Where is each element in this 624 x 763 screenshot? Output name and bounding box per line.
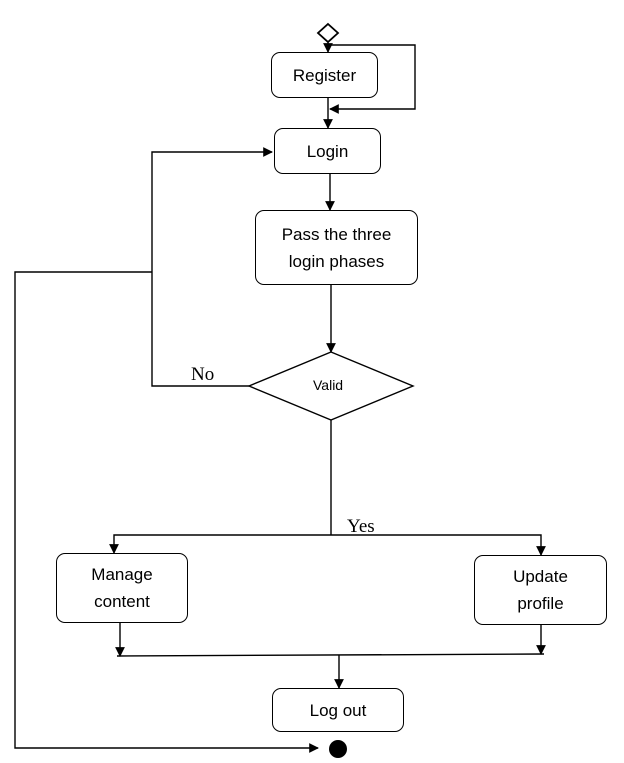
start-diamond	[316, 22, 340, 44]
update-profile-label-line1: Update	[513, 567, 568, 586]
update-profile-label-line2: profile	[517, 594, 564, 613]
valid-label: Valid	[313, 377, 344, 393]
edge-yes-to-manage	[109, 534, 331, 554]
pass-phases-label-line2: login phases	[288, 251, 385, 271]
pass-phases-label-line1: Pass the three	[281, 224, 392, 244]
update-profile-node: Update profile	[474, 555, 607, 625]
register-node: Register	[271, 52, 378, 98]
edge-to-end	[14, 271, 319, 753]
login-node: Login	[274, 128, 381, 174]
pass-phases-node: Pass the three login phases	[255, 210, 418, 285]
manage-content-label-line2: content	[94, 592, 150, 611]
yes-edge-label: Yes	[347, 516, 375, 537]
no-edge-label: No	[191, 364, 215, 385]
edge-no-to-login	[151, 147, 273, 387]
edge-register-loop	[329, 44, 416, 114]
manage-content-node: Manage content	[56, 553, 188, 623]
end-node	[329, 740, 347, 758]
login-label: Login	[306, 141, 349, 161]
merge-bar	[116, 653, 545, 657]
log-out-label: Log out	[309, 700, 367, 720]
register-label: Register	[292, 65, 357, 85]
edge-yes-to-update	[331, 534, 546, 556]
manage-content-label-line1: Manage	[91, 565, 153, 584]
log-out-node: Log out	[272, 688, 404, 732]
